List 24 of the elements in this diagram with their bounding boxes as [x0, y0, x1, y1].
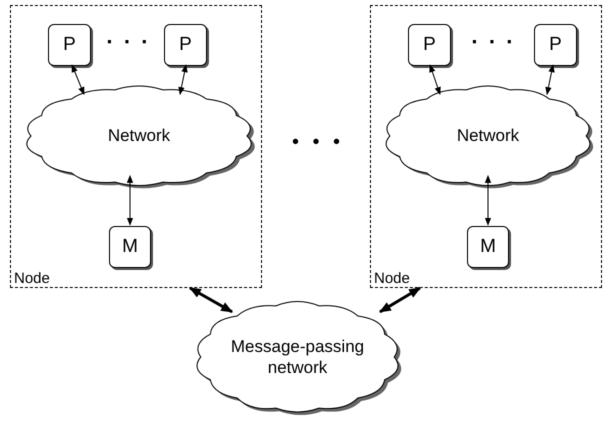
processor-box: P	[164, 24, 207, 66]
ellipsis: · · ·	[105, 31, 152, 53]
arrow	[545, 64, 555, 96]
processor-box: M	[467, 226, 509, 268]
arrow	[178, 64, 188, 96]
network-label: Message-passing network	[230, 336, 366, 378]
node-label: Node	[14, 271, 50, 286]
ellipsis: • • •	[290, 132, 346, 152]
arrow	[378, 286, 422, 314]
network-label: Network	[106, 125, 172, 147]
node-label: Node	[374, 271, 410, 286]
processor-box: P	[48, 24, 91, 66]
processor-box: M	[109, 226, 151, 268]
arrow	[126, 174, 134, 226]
arrow	[429, 64, 441, 96]
network-label: Network	[456, 125, 520, 147]
ellipsis: · · ·	[470, 31, 517, 53]
arrow	[72, 64, 84, 96]
node-boundary	[370, 5, 602, 288]
processor-box: P	[534, 24, 577, 66]
arrow	[484, 174, 492, 226]
processor-box: P	[408, 24, 451, 66]
node-boundary	[10, 5, 262, 288]
arrow	[188, 286, 234, 314]
